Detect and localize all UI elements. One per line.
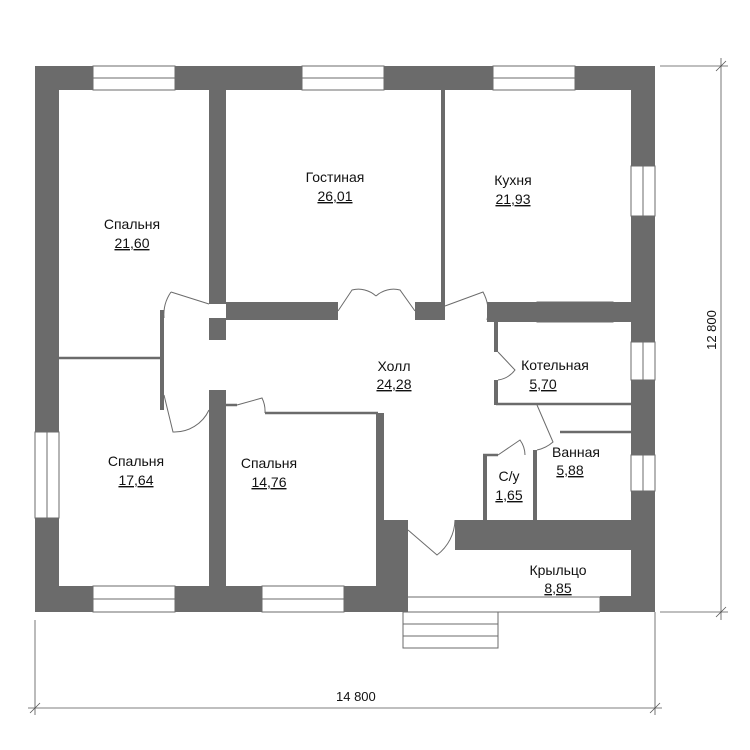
room-name: Спальня — [104, 216, 160, 232]
room-name: Спальня — [241, 455, 297, 471]
room-name: Ванная — [552, 444, 600, 460]
room-hall: Холл 24,28 — [376, 358, 411, 392]
room-area: 1,65 — [495, 487, 522, 503]
height-dimension: 12 800 — [660, 58, 728, 620]
room-boiler: Котельная 5,70 — [521, 357, 589, 392]
room-name: Холл — [378, 358, 411, 374]
room-area: 5,70 — [529, 376, 556, 392]
interior-walls — [59, 90, 631, 586]
room-bedroom-2: Спальня 17,64 — [108, 453, 164, 488]
room-bedroom-1: Спальня 21,60 — [104, 216, 160, 251]
room-area: 21,93 — [495, 191, 530, 207]
width-label: 14 800 — [336, 689, 376, 704]
room-area: 21,60 — [114, 235, 149, 251]
room-area: 26,01 — [317, 188, 352, 204]
height-label: 12 800 — [704, 310, 719, 350]
room-porch: Крыльцо 8,85 — [529, 562, 586, 596]
room-area: 8,85 — [544, 580, 571, 596]
room-name: Гостиная — [306, 169, 365, 185]
width-dimension: 14 800 — [28, 612, 662, 715]
room-bedroom-3: Спальня 14,76 — [241, 455, 297, 490]
room-name: С/у — [499, 468, 520, 484]
room-wc: С/у 1,65 — [495, 468, 522, 503]
doors — [163, 288, 554, 556]
room-area: 17,64 — [118, 472, 153, 488]
room-kitchen: Кухня 21,93 — [494, 172, 531, 207]
room-area: 14,76 — [251, 474, 286, 490]
room-living: Гостиная 26,01 — [306, 169, 365, 204]
room-name: Крыльцо — [529, 562, 586, 578]
room-name: Котельная — [521, 357, 589, 373]
stove-icon — [536, 301, 614, 323]
windows — [34, 65, 656, 613]
room-area: 5,88 — [556, 462, 583, 478]
room-area: 24,28 — [376, 376, 411, 392]
room-name: Спальня — [108, 453, 164, 469]
porch-details — [402, 596, 601, 649]
room-bath: Ванная 5,88 — [552, 444, 600, 478]
room-name: Кухня — [494, 172, 531, 188]
